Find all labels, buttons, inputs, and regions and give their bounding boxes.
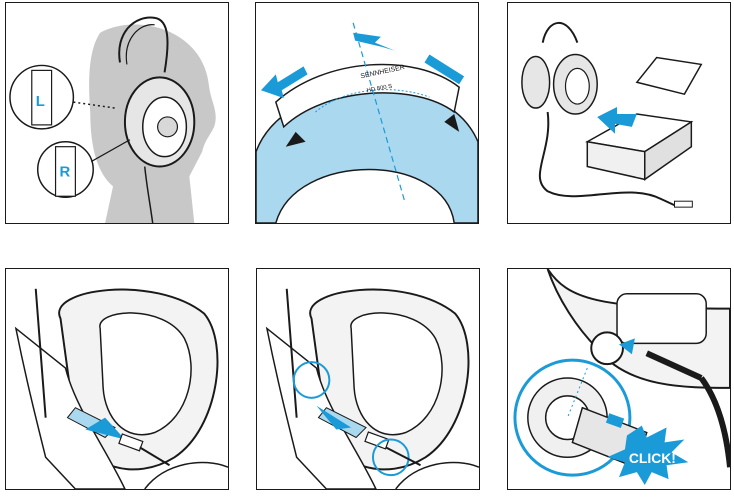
earcup-hold-illustration	[14, 288, 228, 489]
plug-click-illustration: CLICK!	[513, 269, 730, 486]
head-with-headphones-illustration: L R	[9, 16, 216, 223]
panel-storage-case	[507, 2, 731, 224]
left-label: L	[36, 94, 45, 110]
insert-arrow-icon	[85, 417, 125, 440]
headband-model-text: HD 800 S	[366, 84, 392, 94]
arrow-up-icon	[353, 32, 395, 51]
right-label: R	[60, 164, 71, 180]
click-label: CLICK!	[629, 450, 676, 466]
earcup-connect-illustration	[265, 288, 479, 489]
headband-adjust-illustration: SENNHEISER HD 800 S	[256, 22, 478, 223]
panel-plug-click: CLICK!	[507, 268, 731, 490]
panel-headband-adjust: SENNHEISER HD 800 S	[255, 2, 479, 224]
push-arrow-icon	[316, 405, 352, 430]
panel-earcup-hold-insert	[5, 268, 229, 490]
panel-earcup-push-connect	[256, 268, 480, 490]
insert-arrow-icon	[597, 107, 637, 134]
connect-arrow-icon	[619, 338, 635, 355]
panel-fit-on-head: L R	[5, 2, 229, 224]
click-burst-icon	[607, 425, 689, 486]
arrow-right-icon	[424, 54, 465, 85]
arrow-left-icon	[260, 66, 308, 99]
storage-case-illustration	[521, 22, 703, 208]
